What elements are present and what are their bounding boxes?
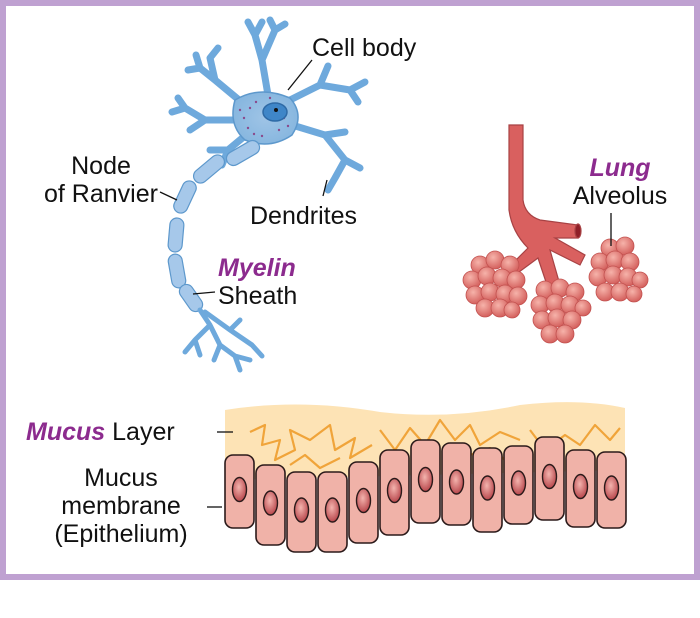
sheath-text: Sheath <box>218 282 298 310</box>
cell-nucleus <box>603 475 620 501</box>
epithelium <box>224 402 627 553</box>
cell-nucleus <box>541 463 558 490</box>
node-label-line1: Node <box>71 152 131 180</box>
cell-nucleus <box>572 473 589 500</box>
lung-alveolus-label: Lung Alveolus <box>560 154 680 210</box>
membrane-line3: (Epithelium) <box>54 520 188 548</box>
lung-alveoli <box>462 124 649 344</box>
cell-body-label: Cell body <box>312 34 417 62</box>
mucus-layer-label: Mucus Layer <box>26 418 175 446</box>
bronchi <box>507 124 586 289</box>
axon-terminals <box>182 307 265 373</box>
membrane-line2: membrane <box>61 492 181 520</box>
myelin-sheath-label: Myelin Sheath <box>218 254 297 310</box>
membrane-line1: Mucus <box>84 464 158 492</box>
node-of-ranvier-label: Node of Ranvier <box>36 152 166 208</box>
cell-nucleus <box>386 477 403 504</box>
mucus-membrane-label: Mucus membrane (Epithelium) <box>36 464 206 548</box>
mucus-highlight: Mucus <box>26 418 106 446</box>
cell-nucleus <box>231 476 248 503</box>
cell-nucleus <box>448 469 465 495</box>
myelin-highlight: Myelin <box>218 254 296 282</box>
alveolus-text: Alveolus <box>572 182 668 210</box>
nucleus <box>262 102 288 122</box>
cell-nucleus <box>355 487 372 514</box>
cell-nucleus <box>324 497 341 523</box>
node-label-line2: of Ranvier <box>44 180 158 208</box>
layer-text: Layer <box>112 418 175 446</box>
cell-nucleus <box>262 490 279 516</box>
neuron <box>167 16 369 373</box>
alveoli-clusters <box>462 236 649 344</box>
cell-nucleus <box>479 475 496 501</box>
leader-lines <box>159 59 612 508</box>
dendrites-label: Dendrites <box>250 202 357 230</box>
epithelial-cells <box>224 436 627 553</box>
cell-nucleus <box>293 497 310 523</box>
nucleolus <box>274 108 278 112</box>
lung-highlight: Lung <box>589 154 651 182</box>
myelin-segments <box>167 139 261 313</box>
cell-nucleus <box>510 470 527 496</box>
cell-nucleus <box>417 466 434 493</box>
